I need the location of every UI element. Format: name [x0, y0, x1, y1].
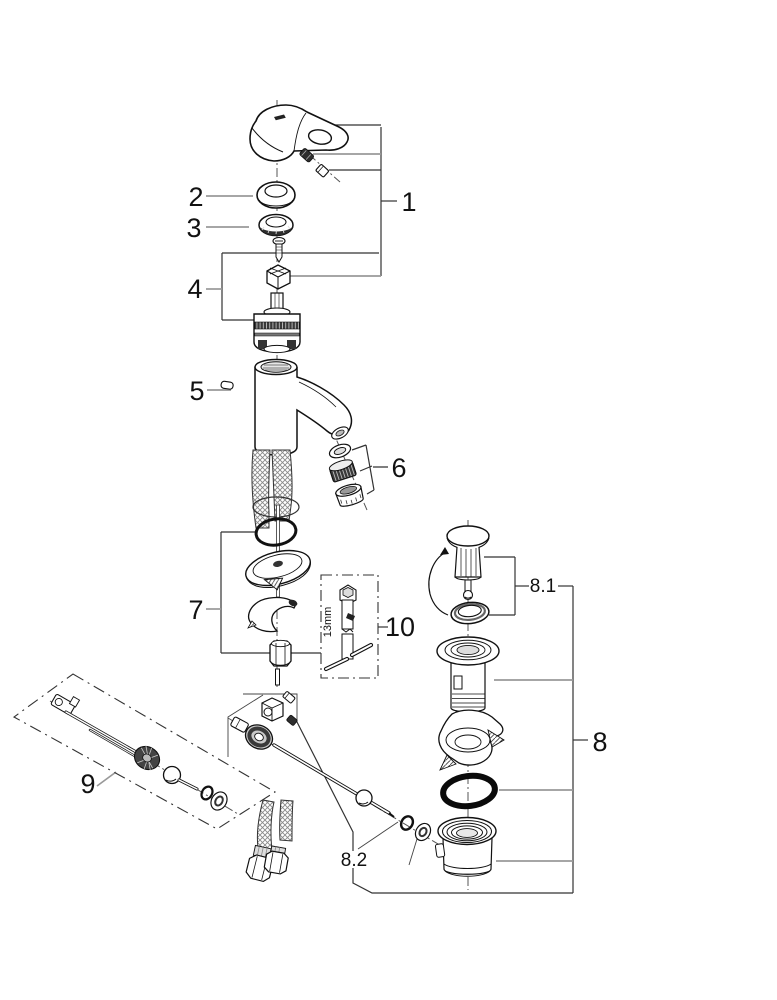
faucet-body [220, 358, 353, 456]
leader-lines [96, 153, 573, 862]
aerator-insert [328, 459, 357, 483]
threaded-ring [258, 213, 294, 237]
part-label-8-1: 8.1 [530, 576, 556, 597]
tool-size-label: 13mm [322, 607, 334, 638]
part-label-2: 2 [188, 182, 203, 212]
part-label-1: 1 [401, 187, 416, 217]
drain-cup [434, 816, 497, 877]
linkage-joint [261, 691, 298, 726]
part-labels: 1 2 3 4 5 6 7 8 8.1 8.2 9 10 13mm [80, 182, 607, 871]
base-plate [245, 549, 312, 591]
part-label-10: 10 [385, 612, 415, 642]
drain-body [436, 636, 500, 713]
tool-box [320, 574, 379, 679]
part-label-8: 8 [592, 727, 607, 757]
part-label-5: 5 [189, 376, 204, 406]
bracket-lines [220, 124, 588, 894]
linkage-pin [275, 668, 280, 686]
o-ring [254, 517, 298, 547]
aerator-washer [328, 443, 352, 459]
rod-coupling [133, 745, 161, 771]
drain-plug [446, 525, 490, 601]
handle-slot [274, 114, 286, 121]
linkage-plug [230, 716, 249, 733]
part-label-9: 9 [80, 769, 95, 799]
mounting-nut [269, 639, 292, 667]
part-label-6: 6 [391, 453, 406, 483]
rod-clamp [50, 693, 81, 716]
body-pin [220, 380, 234, 390]
lift-rod-box [12, 673, 277, 830]
cartridge [253, 292, 301, 354]
handle-grub-screw [299, 148, 314, 163]
rotation-arrow-icon [428, 547, 449, 616]
rod-o-ring [399, 815, 415, 831]
drain-mounting-bracket [438, 709, 505, 771]
cap-ring [256, 181, 296, 209]
part-label-8-2: 8.2 [341, 850, 367, 871]
cartridge-screw [272, 236, 286, 263]
drain-o-ring [440, 772, 498, 810]
socket-tool [323, 584, 374, 672]
lift-rod-assembly [50, 693, 228, 811]
pop-up-rod [272, 743, 395, 818]
rod-washer [414, 822, 432, 842]
lever-handle [249, 104, 349, 162]
aerator-housing [335, 483, 364, 507]
part-label-7: 7 [188, 595, 203, 625]
linkage-enclosure [227, 693, 418, 866]
spout-tip [331, 426, 349, 440]
part-label-4: 4 [187, 274, 202, 304]
handle-cap-screw [315, 164, 329, 178]
linkage-gland [244, 724, 274, 750]
cartridge-adapter [266, 264, 291, 290]
part-label-3: 3 [186, 213, 201, 243]
lift-rod-washer [210, 791, 228, 811]
hose-ends [245, 799, 294, 883]
lift-rod-o-ring [200, 785, 214, 801]
seal-ring [450, 601, 490, 625]
mounting-bracket [247, 596, 298, 633]
